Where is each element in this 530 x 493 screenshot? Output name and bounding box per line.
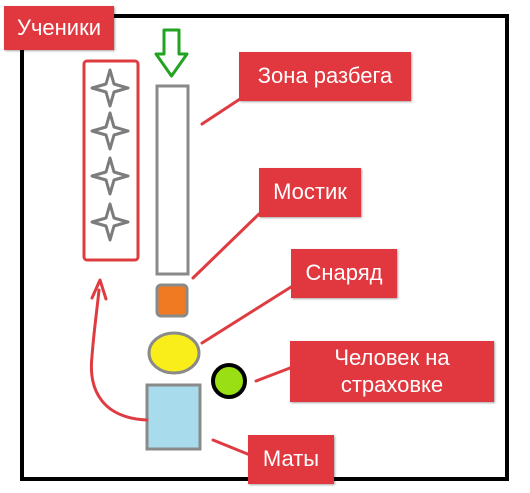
label-bridge: Мостик bbox=[259, 168, 361, 217]
label-mats: Маты bbox=[248, 435, 334, 484]
down-arrow-icon bbox=[154, 28, 189, 78]
connector-lines bbox=[191, 97, 293, 457]
label-mats-text: Маты bbox=[262, 446, 320, 472]
four-point-star-icon bbox=[90, 156, 130, 196]
apparatus-shape bbox=[147, 331, 201, 375]
four-point-star-icon bbox=[90, 202, 130, 242]
return-arrow bbox=[89, 288, 149, 422]
mats-shape bbox=[145, 383, 202, 451]
label-spotter-line1: Человек на bbox=[334, 345, 450, 371]
runup-zone bbox=[155, 84, 190, 276]
students-icons bbox=[90, 68, 130, 242]
label-runup-zone-text: Зона разбега bbox=[257, 63, 393, 89]
label-spotter-line2: страховке bbox=[340, 371, 444, 397]
connector-runup bbox=[200, 97, 242, 126]
label-bridge-text: Мостик bbox=[273, 179, 347, 205]
connector-bridge bbox=[191, 212, 261, 280]
label-students: Ученики bbox=[4, 6, 114, 50]
label-spotter: Человек на страховке bbox=[290, 341, 494, 402]
connector-spotter bbox=[254, 366, 292, 383]
connector-mats bbox=[211, 438, 252, 457]
label-runup-zone: Зона разбега bbox=[239, 52, 411, 101]
bridge-shape bbox=[155, 283, 189, 318]
label-apparatus: Снаряд bbox=[291, 249, 397, 298]
four-point-star-icon bbox=[90, 68, 130, 108]
four-point-star-icon bbox=[90, 111, 130, 151]
connector-apparatus bbox=[200, 285, 293, 345]
return-arrow-head bbox=[90, 278, 108, 301]
label-students-text: Ученики bbox=[16, 14, 102, 40]
spotter-shape bbox=[211, 363, 247, 399]
students-box bbox=[82, 59, 140, 262]
label-apparatus-text: Снаряд bbox=[305, 260, 383, 286]
